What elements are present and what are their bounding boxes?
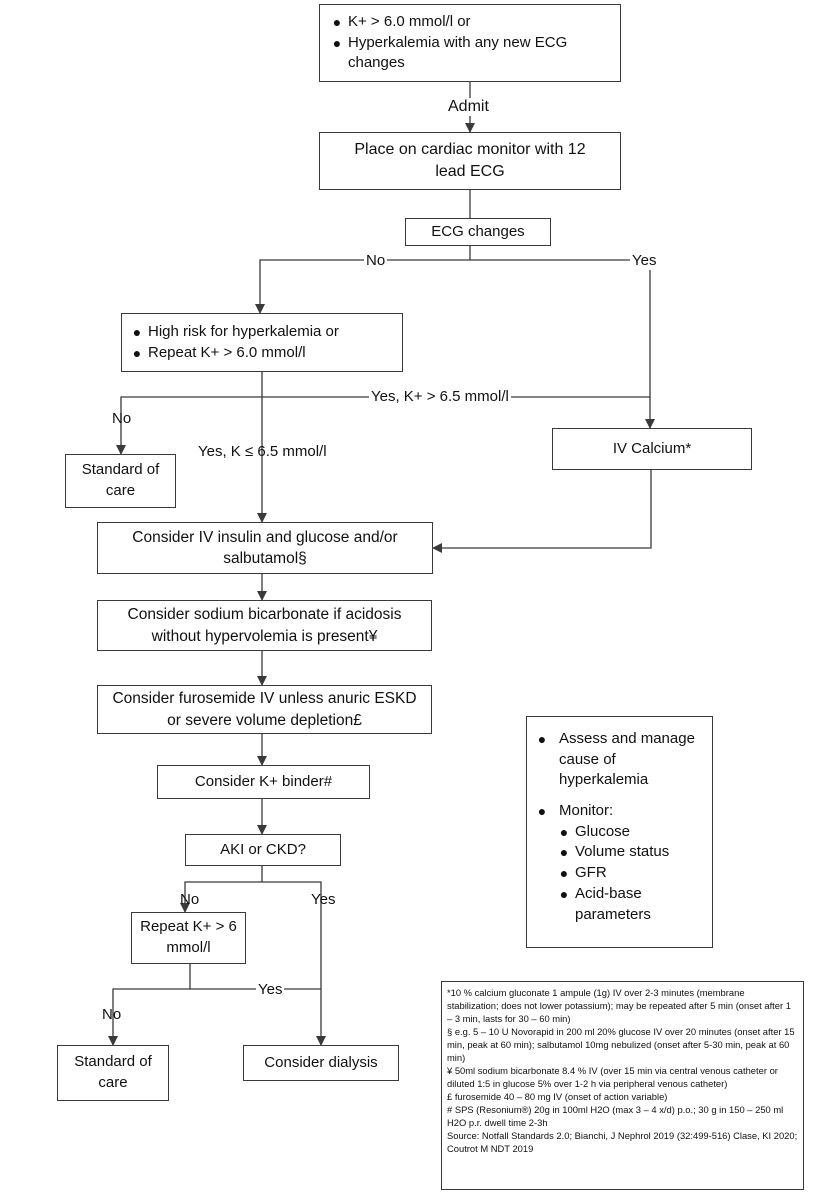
edge-aki-no-branch [180,866,263,913]
admit-label: Admit [446,98,491,116]
risk-yes-high-label: Yes, K+ > 6.5 mmol/l [369,388,511,406]
edge-calcium-to-insulin [432,470,652,553]
bullet-icon: ● [537,803,547,820]
sodium-bicarbonate-box: Consider sodium bicarbonate if acidosis … [97,600,432,651]
management-item-assess: ● Assess and manage cause of hyperkalemi… [531,729,706,791]
high-risk-item: ● Repeat K+ > 6.0 mmol/l [126,343,396,364]
ecg-no-label: No [364,252,388,270]
aki-yes-label: Yes [311,891,336,908]
bullet-icon: ● [332,34,342,51]
footnote: § e.g. 5 – 10 U Novorapid in 200 ml 20% … [447,1026,795,1063]
ecg-yes-label: Yes [630,252,659,270]
footnote: ¥ 50ml sodium bicarbonate 8.4 % IV (over… [447,1065,778,1089]
monitor-item: ● Glucose [531,822,706,843]
aki-ckd-box: AKI or CKD? [185,834,341,866]
bullet-icon: ● [559,865,569,882]
high-risk-box: ● High risk for hyperkalemia or ● Repeat… [121,313,403,372]
footnote: £ furosemide 40 – 80 mg IV (onset of act… [447,1091,668,1102]
bullet-icon: ● [332,13,342,30]
entry-criteria-box: ● K+ > 6.0 mmol/l or ● Hyperkalemia with… [319,4,621,82]
iv-calcium-box: IV Calcium* [552,428,752,470]
management-item-monitor: ● Monitor: [531,801,706,822]
entry-criteria-item: ● K+ > 6.0 mmol/l or [326,12,614,33]
standard-of-care-box-2: Standard of care [57,1045,169,1101]
risk-yes-low-label: Yes, K ≤ 6.5 mmol/l [198,443,327,460]
edge-aki-yes-branch [262,881,326,1046]
bullet-icon: ● [559,844,569,861]
bullet-icon: ● [132,323,142,340]
monitor-item: ● GFR [531,863,706,884]
standard-of-care-box: Standard of care [65,454,176,508]
footnote: Source: Notfall Standards 2.0; Bianchi, … [447,1130,798,1154]
repeat-k-box: Repeat K+ > 6 mmol/l [131,912,246,964]
footnotes-box: *10 % calcium gluconate 1 ampule (1g) IV… [441,981,804,1190]
risk-no-label: No [112,410,132,427]
bullet-icon: ● [132,344,142,361]
repeat-yes-label: Yes [256,981,285,999]
high-risk-item: ● High risk for hyperkalemia or [126,322,396,343]
consider-dialysis-box: Consider dialysis [243,1045,399,1081]
bullet-icon: ● [537,731,547,747]
monitor-item: ● Acid-base parameters [531,884,706,925]
management-box: ● Assess and manage cause of hyperkalemi… [526,716,713,948]
repeat-no-label: No [102,1006,122,1023]
footnote: # SPS (Resonium®) 20g in 100ml H2O (max … [447,1104,784,1128]
bullet-icon: ● [559,823,569,840]
k-binder-box: Consider K+ binder# [157,765,370,799]
insulin-glucose-box: Consider IV insulin and glucose and/or s… [97,522,433,574]
cardiac-monitor-box: Place on cardiac monitor with 12 lead EC… [319,132,621,190]
edge-repeat-no-branch [108,964,191,1046]
aki-no-label: No [180,891,200,908]
furosemide-box: Consider furosemide IV unless anuric ESK… [97,685,432,734]
entry-criteria-item: ● Hyperkalemia with any new ECG changes [326,33,614,74]
ecg-changes-box: ECG changes [405,218,551,246]
monitor-item: ● Volume status [531,842,706,863]
edge-risk-no-branch [116,396,262,455]
bullet-icon: ● [559,885,569,902]
footnote: *10 % calcium gluconate 1 ampule (1g) IV… [447,987,791,1024]
